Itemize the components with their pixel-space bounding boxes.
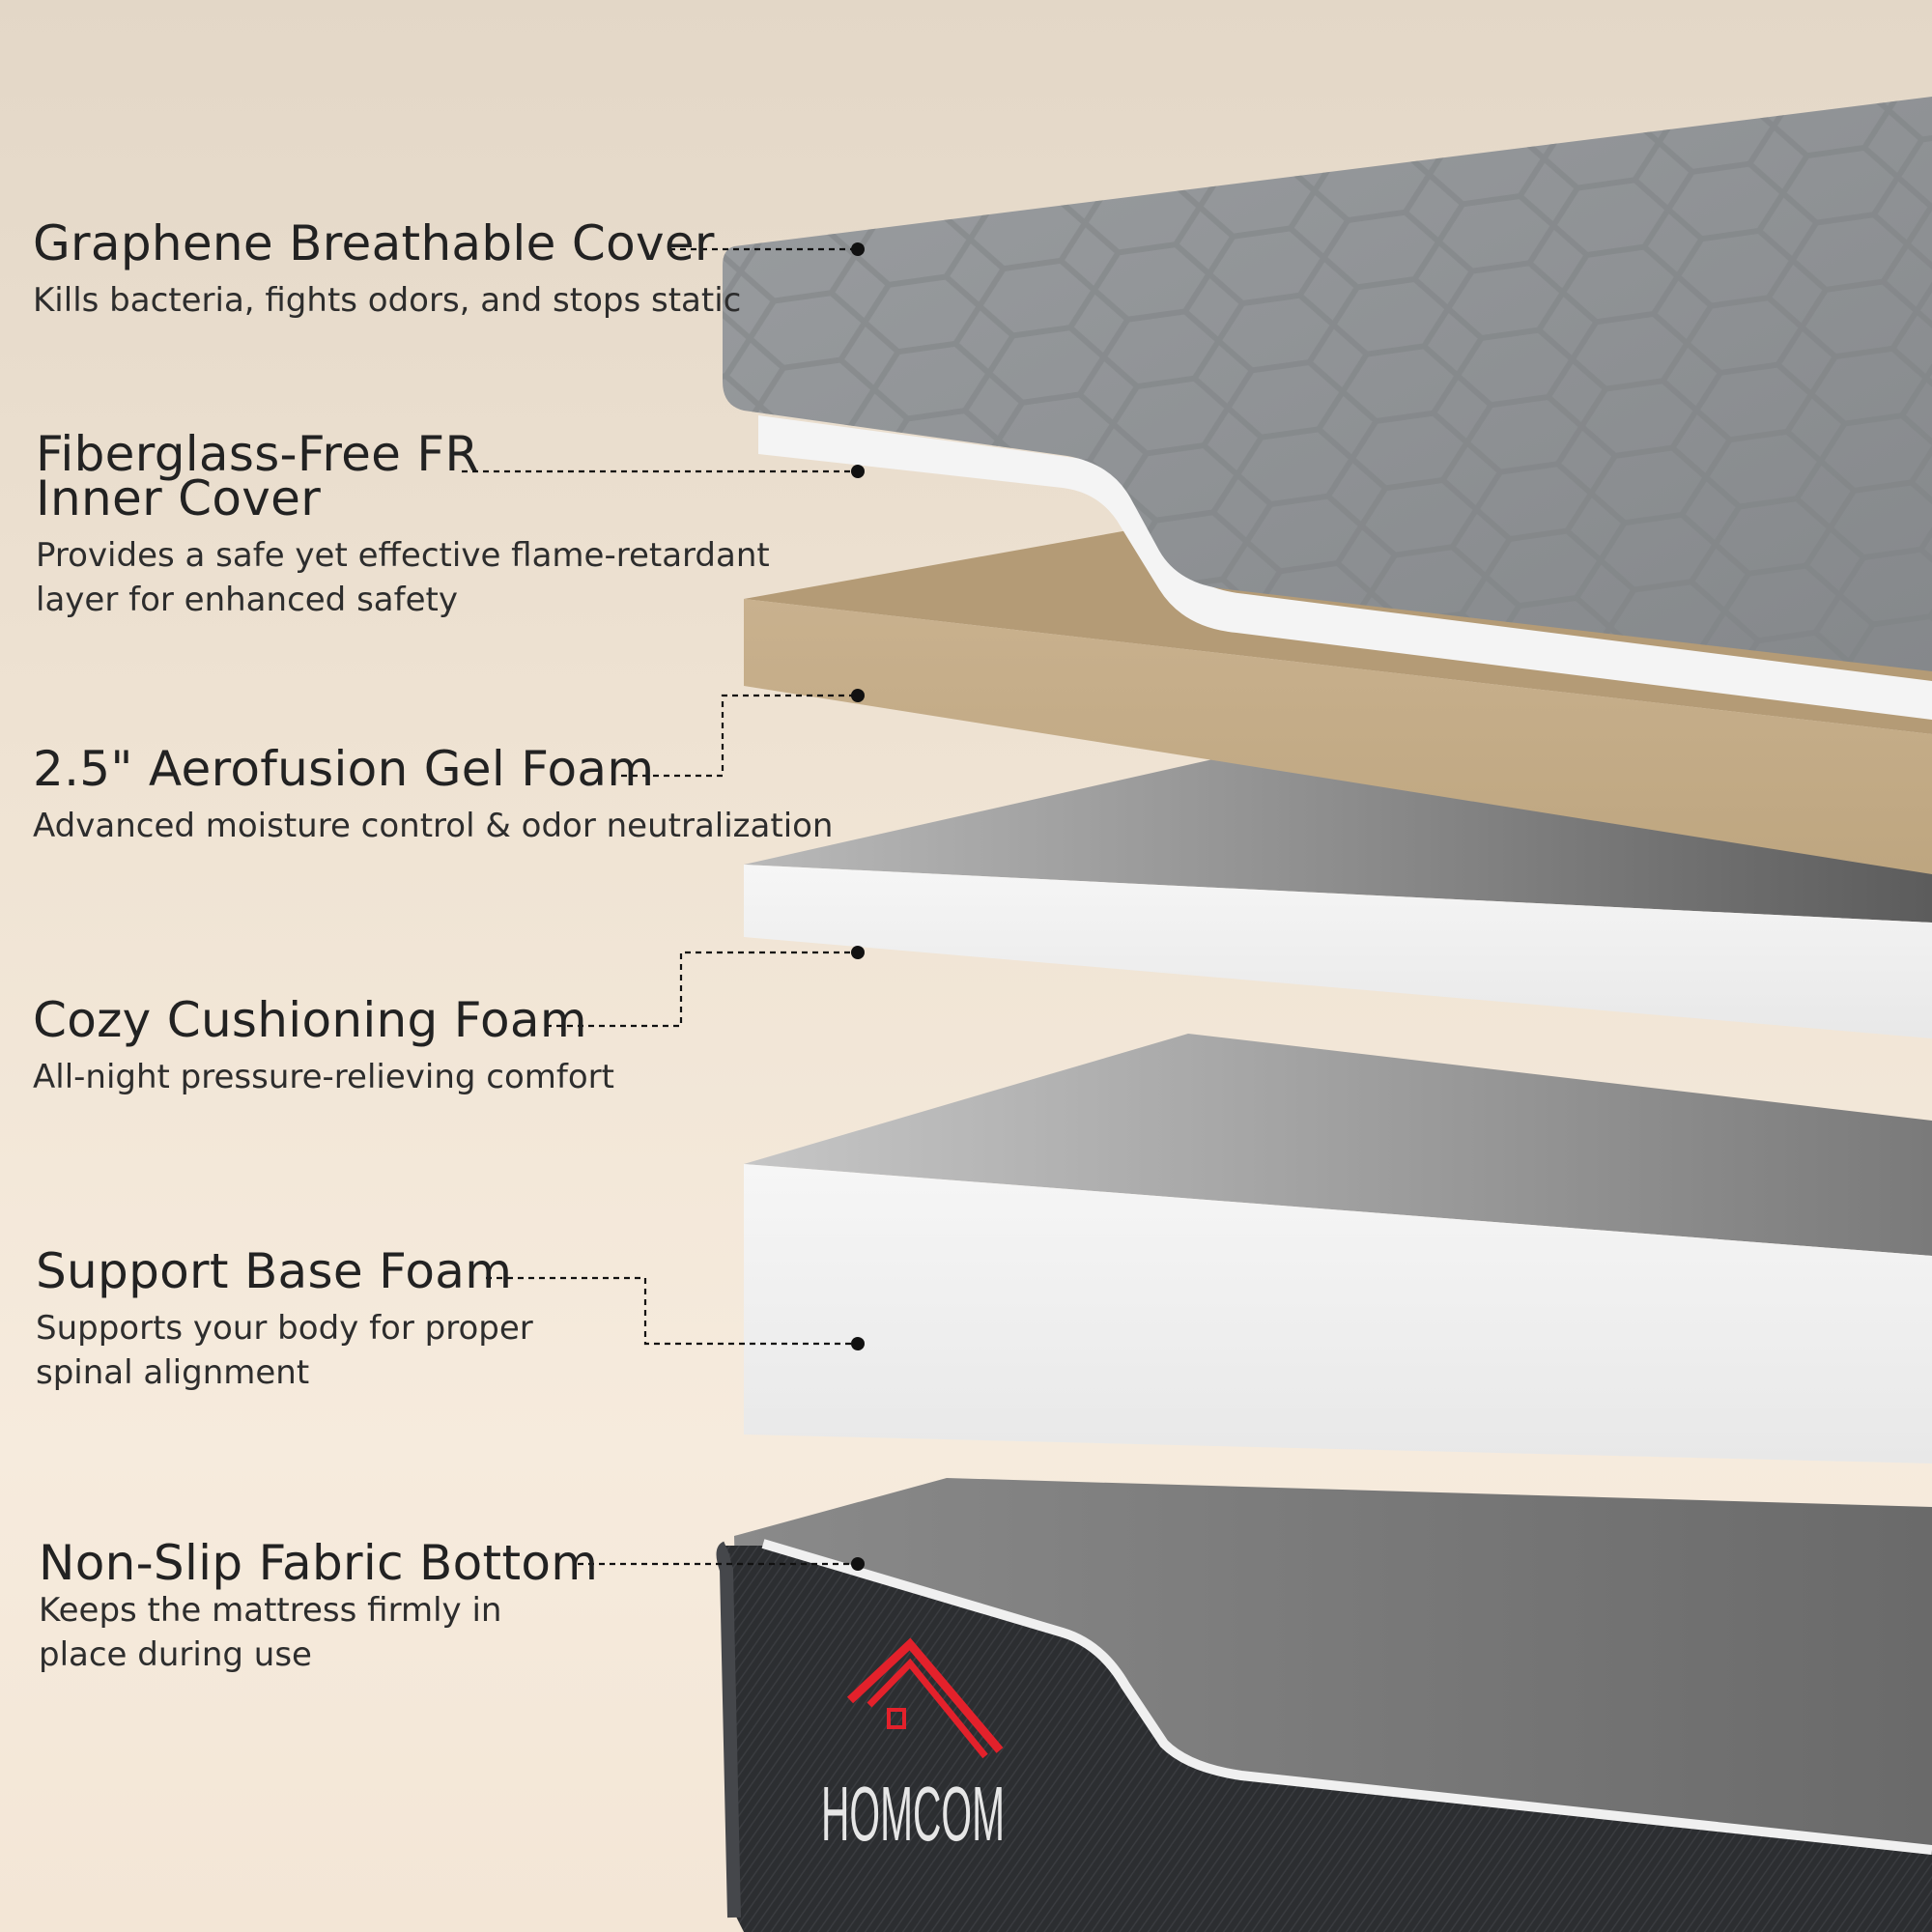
feature-non-slip-bottom: Non-Slip Fabric Bottom Keeps the mattres… xyxy=(39,1538,598,1677)
leader-line-support-foam xyxy=(486,1276,858,1346)
endpoint-dot-gel-foam xyxy=(851,689,865,702)
feature-title: Fiberglass-Free FR xyxy=(36,426,479,482)
endpoint-dot-bottom xyxy=(851,1557,865,1571)
feature-title: Support Base Foam xyxy=(36,1243,513,1299)
feature-description: Advanced moisture control & odor neutral… xyxy=(33,807,834,845)
brand-logo-text: HOMCOM xyxy=(821,1771,1005,1857)
feature-support-foam: Support Base Foam Supports your body for… xyxy=(36,1246,533,1395)
feature-title: Non-Slip Fabric Bottom xyxy=(39,1535,599,1591)
feature-gel-foam: 2.5" Aerofusion Gel Foam Advanced moistu… xyxy=(33,744,833,848)
fr-inner-cover-layer xyxy=(758,415,1932,720)
feature-title-line-2: Inner Cover xyxy=(36,470,322,526)
feature-title: Graphene Breathable Cover xyxy=(33,215,715,271)
endpoint-dot-cozy-foam xyxy=(851,946,865,959)
support-base-foam-layer xyxy=(744,1034,1932,1463)
feature-description-line-2: spinal alignment xyxy=(36,1353,310,1392)
feature-description: All-night pressure-relieving comfort xyxy=(33,1058,614,1096)
feature-title: 2.5" Aerofusion Gel Foam xyxy=(33,741,655,797)
endpoint-dot-graphene xyxy=(851,242,865,256)
leader-line-cozy-foam xyxy=(546,951,858,1028)
feature-description: Keeps the mattress firmly in xyxy=(39,1591,502,1630)
endpoint-dot-fr-cover xyxy=(851,465,865,478)
cozy-cushioning-foam-layer xyxy=(744,758,1932,1038)
endpoint-dot-support-foam xyxy=(851,1337,865,1350)
feature-description: Kills bacteria, fights odors, and stops … xyxy=(33,281,742,320)
feature-fr-inner-cover: Fiberglass-Free FR Inner Cover Provides … xyxy=(36,429,770,622)
feature-description-line-2: layer for enhanced safety xyxy=(36,581,458,619)
non-slip-fabric-bottom-layer xyxy=(716,1478,1932,1932)
feature-description: Provides a safe yet effective flame-reta… xyxy=(36,536,770,575)
feature-graphene-cover: Graphene Breathable Cover Kills bacteria… xyxy=(33,218,741,323)
feature-description-line-2: place during use xyxy=(39,1635,312,1674)
leader-lines xyxy=(462,247,858,1566)
feature-cozy-foam: Cozy Cushioning Foam All-night pressure-… xyxy=(33,995,614,1099)
leader-endpoints xyxy=(851,242,865,1571)
feature-description: Supports your body for proper xyxy=(36,1309,533,1348)
feature-title: Cozy Cushioning Foam xyxy=(33,992,587,1048)
graphene-breathable-cover-layer xyxy=(723,97,1932,671)
homcom-logo: HOMCOM xyxy=(821,1637,1005,1857)
leader-line-gel-foam xyxy=(621,694,858,778)
